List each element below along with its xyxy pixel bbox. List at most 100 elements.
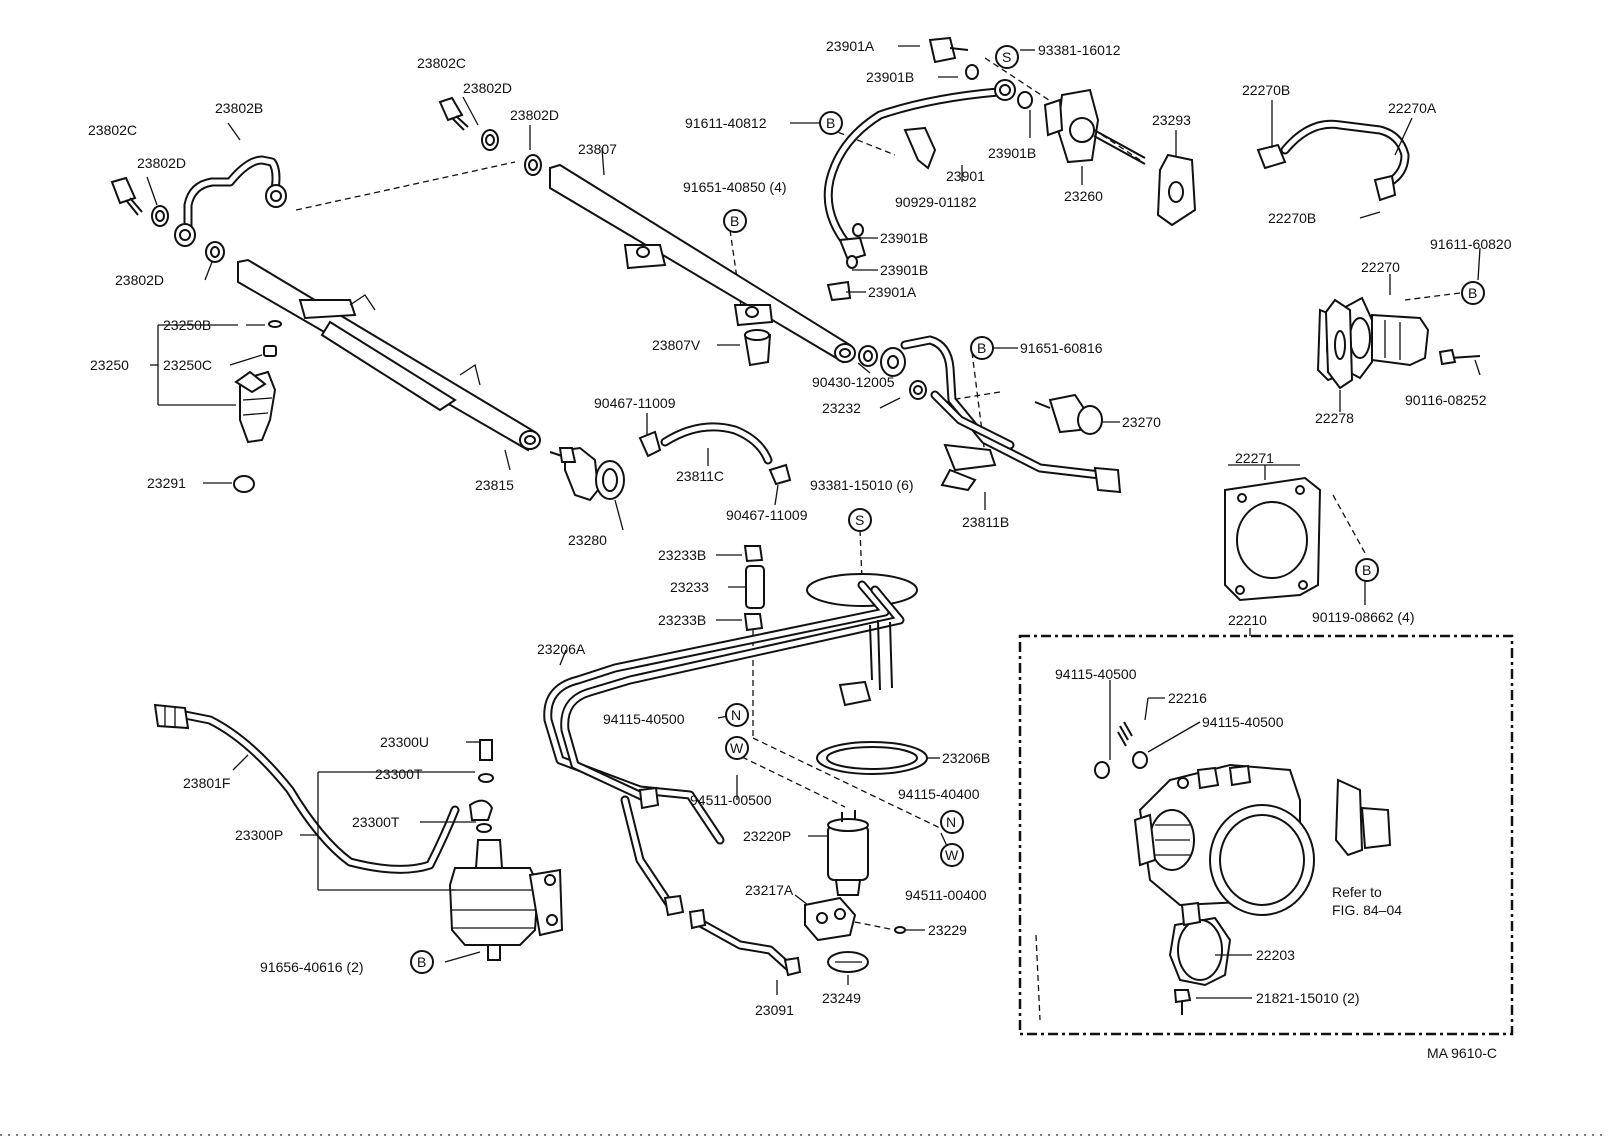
hose-22270A <box>1256 119 1410 202</box>
label-23206A: 23206A <box>537 641 586 657</box>
pressure-regulator-23280 <box>549 446 625 502</box>
label-23270: 23270 <box>1122 414 1161 430</box>
hose-23811C <box>638 422 792 486</box>
nuts-and-spring <box>1094 721 1148 779</box>
label-91651-60816: 91651-60816 <box>1020 340 1103 356</box>
label-22270B-a: 22270B <box>1242 82 1290 98</box>
label-94511-00400: 94511-00400 <box>905 887 987 903</box>
marker-n1: N <box>731 707 741 723</box>
label-23250B: 23250B <box>163 317 211 333</box>
fuel-filter-23300P <box>448 739 564 961</box>
label-93381-16012: 93381-16012 <box>1038 42 1121 58</box>
label-22270A: 22270A <box>1388 100 1437 116</box>
fuel-pump-cushion-23217A <box>804 896 857 942</box>
diagram-code: MA 9610-C <box>1427 1045 1497 1061</box>
pipe-23091 <box>688 908 802 977</box>
label-23233: 23233 <box>670 579 709 595</box>
label-23291: 23291 <box>147 475 186 491</box>
label-23250C: 23250C <box>163 357 212 373</box>
label-23802D-d: 23802D <box>115 272 164 288</box>
label-23815: 23815 <box>475 477 514 493</box>
marker-b1: B <box>826 115 835 131</box>
label-94115-40500-b: 94115-40500 <box>1055 666 1137 682</box>
gasket-22278 <box>1324 298 1354 390</box>
fuel-pump-bracket-23206A <box>543 573 918 917</box>
refer-to-figure-text: FIG. 84–04 <box>1332 902 1402 918</box>
label-94511-00500: 94511-00500 <box>690 792 772 808</box>
circled-markers: S B B B B B S N W N W B <box>410 45 1485 974</box>
label-23220P: 23220P <box>743 828 791 844</box>
label-91611-60820: 91611-60820 <box>1430 236 1512 252</box>
label-23901B-d: 23901B <box>880 262 928 278</box>
label-23233B-a: 23233B <box>658 547 706 563</box>
refer-to-text: Refer to <box>1332 884 1382 900</box>
label-23300T-b: 23300T <box>352 814 400 830</box>
part-number-labels: 23802C 23802D 23802B 23802C 23802D 23802… <box>88 38 1512 1061</box>
label-23802D-b: 23802D <box>463 80 512 96</box>
fuel-hose-23801F <box>153 703 460 874</box>
label-23807V: 23807V <box>652 337 701 353</box>
label-23802C-b: 23802C <box>417 55 466 71</box>
label-23300U: 23300U <box>380 734 429 750</box>
label-23901A-a: 23901A <box>826 38 875 54</box>
label-23233B-b: 23233B <box>658 612 706 628</box>
label-22278: 22278 <box>1315 410 1354 426</box>
fuel-delivery-pipe-23815 <box>237 258 541 452</box>
label-22216: 22216 <box>1168 690 1207 706</box>
label-90467-11009-a: 90467-11009 <box>594 395 676 411</box>
label-23802D-a: 23802D <box>137 155 186 171</box>
label-23280: 23280 <box>568 532 607 548</box>
union-bolts-and-gaskets <box>110 96 542 263</box>
dashed-leaders <box>295 57 1461 1021</box>
marker-b3: B <box>977 340 986 356</box>
label-91656-40616: 91656-40616 (2) <box>260 959 364 975</box>
label-94115-40500-c: 94115-40500 <box>1202 714 1284 730</box>
label-22270: 22270 <box>1361 259 1400 275</box>
label-23229: 23229 <box>928 922 967 938</box>
label-23232: 23232 <box>822 400 861 416</box>
throttle-body-gasket-22271 <box>1224 476 1322 602</box>
label-23807: 23807 <box>578 141 617 157</box>
label-94115-40500-a: 94115-40500 <box>603 711 685 727</box>
marker-b2: B <box>730 213 739 229</box>
pressure-regulator-23270 <box>1034 393 1103 435</box>
clip-23229 <box>894 926 906 934</box>
label-23811C: 23811C <box>676 468 724 484</box>
label-leader-lines <box>146 45 1481 999</box>
marker-b6: B <box>417 954 426 970</box>
pulsation-damper-23260 <box>1043 88 1146 165</box>
label-93381-15010: 93381-15010 (6) <box>810 477 914 493</box>
fuel-inlet-pipe-23901 <box>823 36 1033 302</box>
fuel-injector-23250 <box>233 320 282 493</box>
label-23293: 23293 <box>1152 112 1191 128</box>
marker-b4: B <box>1468 285 1477 301</box>
label-23206B: 23206B <box>942 750 990 766</box>
label-23802C-a: 23802C <box>88 122 137 138</box>
label-90116-08252: 90116-08252 <box>1405 392 1487 408</box>
label-21821-15010: 21821-15010 (2) <box>1256 990 1360 1006</box>
label-22270B-b: 22270B <box>1268 210 1316 226</box>
label-23901B-b: 23901B <box>988 145 1036 161</box>
label-91611-40812: 91611-40812 <box>685 115 767 131</box>
dashpot-22203 <box>1168 901 1232 1015</box>
gasket-23293 <box>1156 153 1197 227</box>
fuel-delivery-pipe-23807 <box>549 163 856 364</box>
label-23901B-c: 23901B <box>880 230 928 246</box>
marker-w2: W <box>945 847 959 863</box>
label-23901: 23901 <box>946 168 985 184</box>
fuel-pump-gasket-23206B <box>816 741 928 775</box>
label-90467-11009-b: 90467-11009 <box>726 507 808 523</box>
cushion-23807V <box>743 329 772 367</box>
label-90119-08662: 90119-08662 (4) <box>1312 609 1414 625</box>
fuel-pump-23220P <box>827 810 869 896</box>
throttle-position-sensor <box>1334 778 1392 857</box>
label-23801F: 23801F <box>183 775 230 791</box>
label-23249: 23249 <box>822 990 861 1006</box>
label-23300T-a: 23300T <box>375 766 423 782</box>
label-23802B: 23802B <box>215 100 263 116</box>
marker-s2: S <box>855 512 864 528</box>
marker-w1: W <box>730 740 744 756</box>
label-91651-40850: 91651-40850 (4) <box>683 179 787 195</box>
label-23901A-b: 23901A <box>868 284 917 300</box>
